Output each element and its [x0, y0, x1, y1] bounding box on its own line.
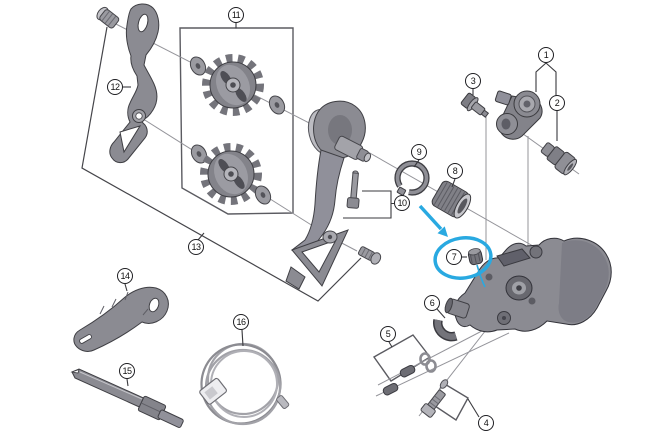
leader-stubs	[123, 23, 558, 418]
part-cable-16	[199, 342, 290, 426]
cable-connector	[199, 377, 227, 405]
highlight-arrow-icon	[418, 204, 448, 237]
part-label-1: 1	[538, 47, 554, 63]
part-label-5: 5	[380, 326, 396, 342]
part-label-3: 3	[465, 73, 481, 89]
pulley-box-11	[179, 27, 294, 215]
part-label-6: 6	[424, 295, 440, 311]
part-label-12: 12	[107, 79, 123, 95]
plate-fixing-bolt	[96, 6, 120, 29]
part-bushing-8	[431, 180, 472, 219]
axis-lines	[111, 21, 580, 417]
highlight-circle	[433, 236, 493, 280]
part-bracket-plate-14	[73, 286, 169, 352]
highlight-tail-line	[476, 264, 486, 288]
part-label-8: 8	[447, 163, 463, 179]
part4-washer	[439, 379, 449, 389]
part-label-16: 16	[233, 314, 249, 330]
part-snap-ring-9	[394, 160, 430, 196]
cage-stopper-bolt	[357, 246, 382, 265]
part-label-2: 2	[549, 95, 565, 111]
part-bolt-3	[460, 92, 490, 118]
part-cable-caps-5	[382, 364, 416, 396]
part-label-7: 7	[446, 249, 462, 265]
part-label-14: 14	[117, 268, 133, 284]
part-label-13: 13	[188, 239, 204, 255]
part-bracket-axle-1	[494, 90, 543, 140]
part-axle-unit-2	[540, 142, 578, 176]
part-boot-6	[433, 319, 458, 342]
part-inner-plate-13	[285, 100, 382, 290]
part-outer-plate-12	[109, 3, 160, 164]
part-wire-link	[419, 352, 437, 373]
part-bolt-4	[420, 389, 446, 418]
cage-axle-bolt	[346, 170, 360, 209]
part13-leader-line	[81, 26, 362, 302]
part-label-11: 11	[228, 7, 244, 23]
part-label-10: 10	[394, 195, 410, 211]
derailleur-body-assembly	[444, 237, 612, 333]
part-label-15: 15	[119, 363, 135, 379]
part-pulley-top	[189, 54, 286, 116]
part-pulley-bottom	[190, 143, 272, 205]
part-label-9: 9	[411, 144, 427, 160]
part-rod-15	[70, 368, 184, 428]
part-cap-7	[467, 248, 484, 266]
part-label-4: 4	[478, 415, 494, 431]
